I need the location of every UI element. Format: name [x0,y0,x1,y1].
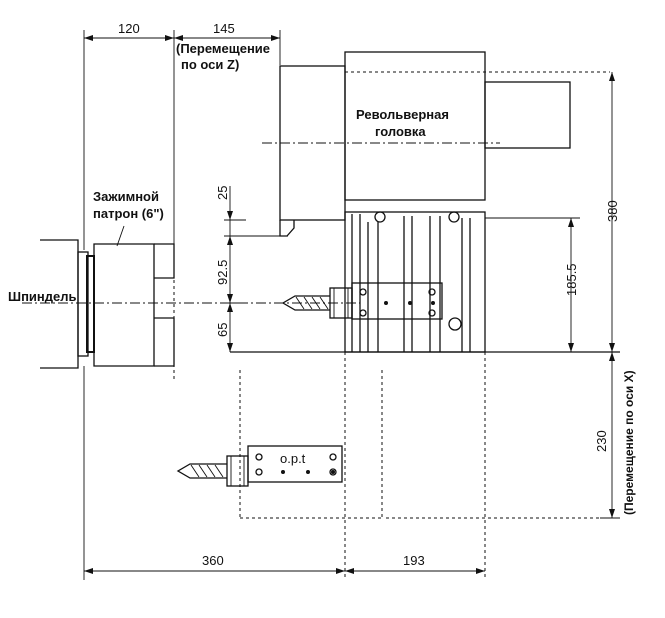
spindle-label: Шпиндель [8,289,77,304]
dim-145: 145 [213,21,235,36]
turret-label-line1: Револьверная [356,107,449,122]
lower-position-group: o.p.t [176,140,612,580]
opt-label: o.p.t [280,451,306,466]
dim-65: 65 [215,323,230,337]
turret-group: Револьверная головка [232,51,610,237]
chuck-label-line2: патрон (6") [93,206,164,221]
dim-360: 360 [202,553,224,568]
chuck-label-line1: Зажимной [93,189,159,204]
z-travel-label-line2: по оси Z) [181,57,239,72]
turret-label-line2: головка [375,124,426,139]
spindle-group: Шпиндель [8,239,95,369]
dim-230: 230 [594,430,609,452]
left-dims-group: 25 92.5 65 [215,186,246,352]
dim-193: 193 [403,553,425,568]
chuck-group: Зажимной патрон (6") [93,189,175,367]
z-travel-label-line1: (Перемещение [176,41,270,56]
dim-92-5: 92.5 [215,260,230,285]
dim-25: 25 [215,186,230,200]
dim-120: 120 [118,21,140,36]
dim-185-5: 185.5 [564,263,579,296]
right-dims-group: 185.5 380 230 (Перемещение по оси X) [485,72,636,519]
dim-380: 380 [605,200,620,222]
bottom-dims-group: 360 193 [83,366,485,580]
tool-plate-group [281,211,486,353]
top-dimension-group: 120 145 (Перемещение по оси Z) [83,21,281,250]
x-travel-label: (Перемещение по оси X) [622,370,636,515]
